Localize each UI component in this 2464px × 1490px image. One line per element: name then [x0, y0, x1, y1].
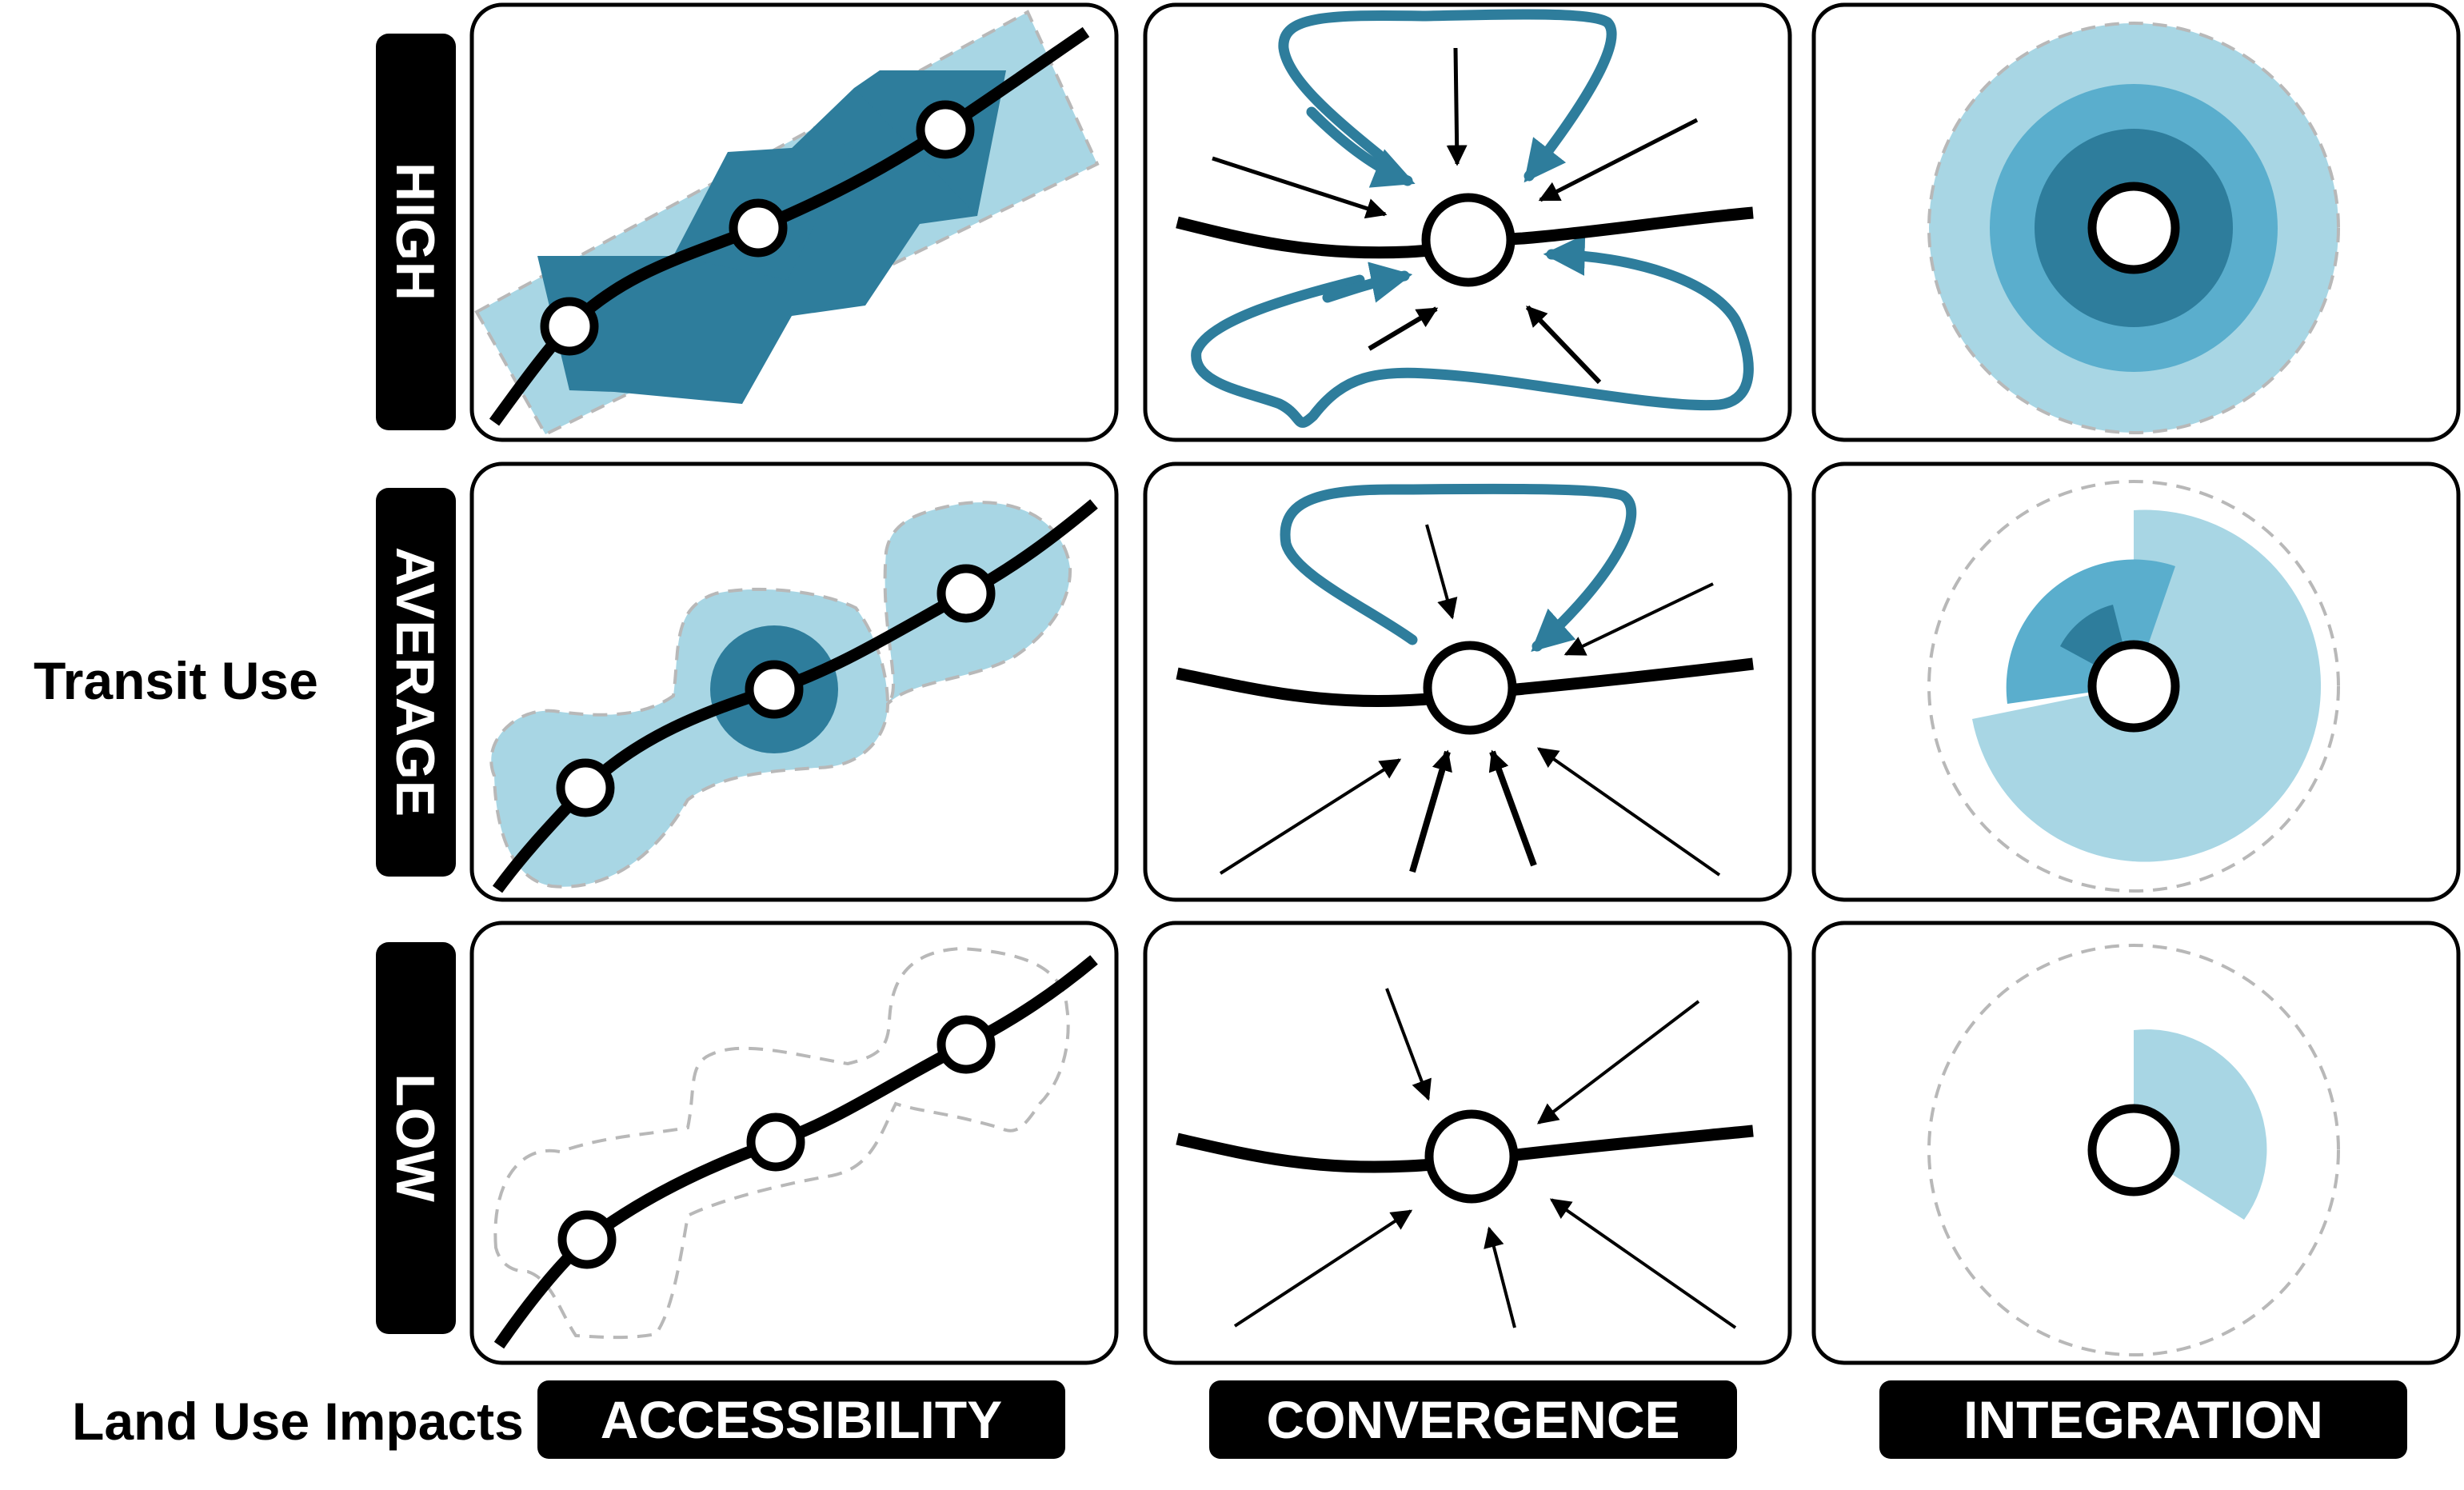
station-circle [2087, 640, 2180, 733]
svg-text:AVERAGE: AVERAGE [385, 547, 445, 817]
station-circle [540, 297, 599, 356]
inflow-arrow [1446, 47, 1468, 166]
flow-loop-lower-left-tip [1322, 262, 1413, 303]
inflow-arrow [1425, 524, 1458, 620]
station-circle [936, 564, 996, 623]
station-circle [936, 1015, 996, 1074]
flow-loop-upper [1280, 483, 1637, 652]
inflow-arrow [1525, 305, 1602, 385]
row-label-low: LOW [376, 942, 456, 1334]
inflow-arrow [1484, 1226, 1516, 1328]
walkshed-halo [1927, 480, 2340, 893]
station-circle [729, 198, 788, 258]
station-circle [746, 1113, 805, 1172]
station-circle [1424, 1109, 1519, 1204]
inflow-arrow [1409, 749, 1452, 873]
flow-loop-lower [1191, 234, 1754, 428]
panel-accessibility-average [469, 461, 1119, 902]
panel-integration-average [1811, 461, 2461, 902]
panel-convergence-average [1143, 461, 1792, 902]
x-axis-title: Land Use Impacts [72, 1392, 524, 1451]
station-circle [556, 758, 615, 817]
inflow-arrow [1488, 749, 1537, 867]
inflow-arrow [1563, 582, 1714, 656]
land-use-sector-light [2134, 1029, 2267, 1220]
row-label-high: HIGH [376, 34, 456, 430]
inflow-arrow [1538, 118, 1699, 202]
column-label-convergence: CONVERGENCE [1209, 1380, 1737, 1459]
svg-text:CONVERGENCE: CONVERGENCE [1266, 1390, 1679, 1449]
column-label-integration: INTEGRATION [1879, 1380, 2407, 1459]
svg-text:LOW: LOW [385, 1073, 445, 1203]
inflow-arrow [1233, 1209, 1413, 1328]
station-circle [557, 1210, 617, 1269]
svg-text:HIGH: HIGH [385, 162, 445, 302]
inflow-arrow [1549, 1198, 1737, 1329]
row-label-average: AVERAGE [376, 488, 456, 877]
station-circle [2087, 182, 2180, 274]
panel-accessibility-low [469, 921, 1119, 1365]
flow-loop-upper-left-tip [1306, 106, 1416, 188]
station-circle [1421, 193, 1516, 287]
inflow-arrow [1212, 156, 1388, 219]
panel-integration-high [1811, 2, 2461, 442]
inflow-arrow [1536, 747, 1721, 877]
station-circle [916, 100, 975, 159]
svg-text:ACCESSIBILITY: ACCESSIBILITY [601, 1390, 1002, 1449]
panel-integration-low [1811, 921, 2461, 1365]
column-label-accessibility: ACCESSIBILITY [537, 1380, 1065, 1459]
y-axis-title: Transit Use [34, 651, 318, 710]
panel-convergence-low [1143, 921, 1792, 1365]
panel-convergence-high [1143, 2, 1792, 442]
panel-accessibility-high [469, 2, 1119, 442]
svg-text:INTEGRATION: INTEGRATION [1963, 1390, 2323, 1449]
inflow-arrow [1385, 988, 1432, 1101]
station-circle [745, 660, 804, 719]
flow-loop-upper [1278, 9, 1617, 183]
station-circle [1423, 641, 1517, 735]
inflow-arrow [1219, 758, 1402, 875]
station-circle [2087, 1104, 2180, 1196]
inflow-arrow [1536, 1000, 1700, 1124]
walkshed-halo [1927, 944, 2340, 1356]
inflow-arrow [1368, 306, 1439, 351]
